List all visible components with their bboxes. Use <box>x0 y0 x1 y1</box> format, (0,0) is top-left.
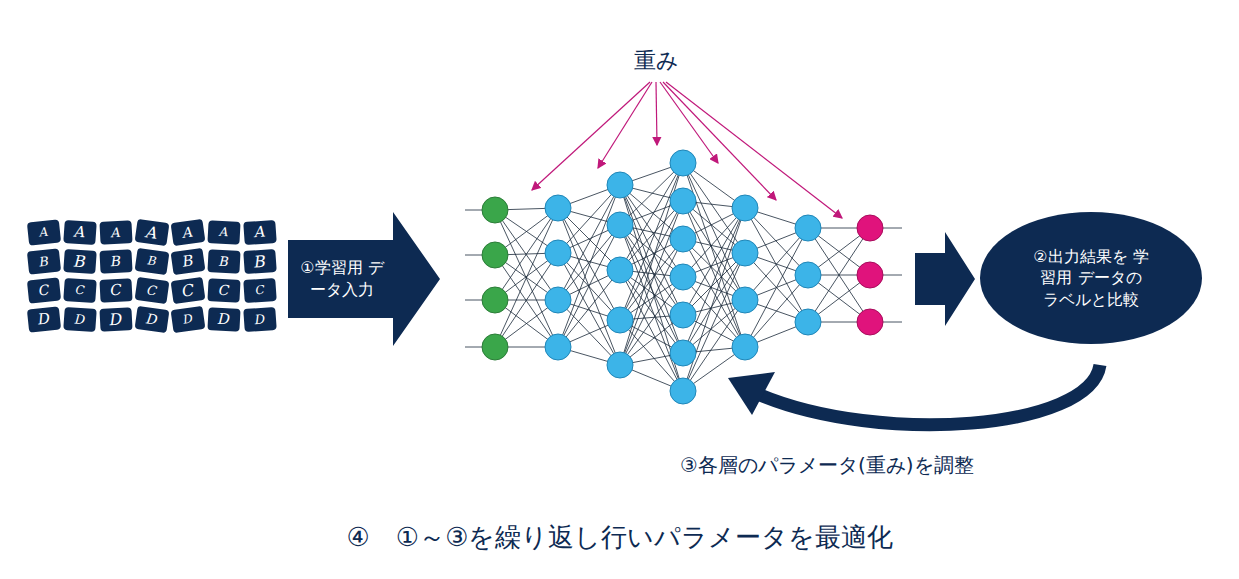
caption: ④ ①～③を繰り返し行いパラメータを最適化 <box>347 520 894 555</box>
handwritten-sample: C <box>27 277 61 303</box>
neuron <box>607 257 633 283</box>
compare-ellipse: ②出力結果を 学習用 データの ラベルと比較 <box>980 212 1202 344</box>
handwritten-sample: B <box>243 249 277 274</box>
neuron <box>670 264 696 290</box>
handwritten-sample: C <box>207 278 240 303</box>
weight-line <box>745 228 808 300</box>
neuron <box>670 150 696 176</box>
neuron <box>732 195 758 221</box>
node-text: ①学習用 データ入力 <box>294 257 390 300</box>
neuron <box>857 262 883 288</box>
neuron <box>607 212 633 238</box>
shape-outline <box>288 212 440 346</box>
neuron <box>795 215 821 241</box>
handwritten-sample: B <box>99 249 132 274</box>
handwritten-sample: C <box>135 277 170 304</box>
handwritten-sample: B <box>27 248 61 274</box>
handwritten-sample: D <box>171 306 206 333</box>
feedback-arrow <box>760 365 1100 425</box>
handwritten-sample: A <box>27 219 61 245</box>
handwritten-sample: B <box>171 248 206 275</box>
weight-pointers <box>532 82 842 218</box>
handwritten-sample: A <box>171 219 206 246</box>
output-arrow <box>915 232 975 326</box>
neuron <box>607 172 633 198</box>
weights-label: 重み <box>634 46 679 76</box>
neuron <box>482 334 508 360</box>
neuron <box>482 242 508 268</box>
handwritten-sample: C <box>171 277 206 304</box>
handwritten-sample: D <box>63 307 97 332</box>
neuron <box>670 340 696 366</box>
input-arrow: ①学習用 データ入力 <box>288 212 440 346</box>
neuron <box>545 287 571 313</box>
handwritten-sample: A <box>63 220 97 245</box>
handwritten-sample: B <box>207 249 240 274</box>
neuron <box>482 197 508 223</box>
weight-line <box>745 275 808 347</box>
weight-line <box>495 208 558 347</box>
handwritten-sample: D <box>99 307 132 332</box>
handwritten-sample: A <box>207 220 240 245</box>
neuron <box>795 262 821 288</box>
handwritten-sample: D <box>27 306 61 332</box>
feedback-arrowhead <box>728 372 775 415</box>
neuron <box>670 226 696 252</box>
neuron <box>795 309 821 335</box>
neuron <box>857 309 883 335</box>
neuron <box>670 302 696 328</box>
handwritten-sample: A <box>243 220 277 245</box>
handwritten-sample: B <box>135 248 170 275</box>
node-text: ②出力結果を 学習用 データの ラベルと比較 <box>1031 246 1151 311</box>
handwritten-sample: C <box>63 278 97 303</box>
neuron <box>607 307 633 333</box>
handwritten-sample: D <box>243 307 277 332</box>
neuron <box>732 240 758 266</box>
handwritten-sample: C <box>99 278 132 303</box>
handwritten-sample: D <box>135 306 170 333</box>
neuron <box>732 287 758 313</box>
neuron <box>607 352 633 378</box>
handwritten-sample: C <box>243 278 277 303</box>
handwritten-sample: A <box>99 220 132 245</box>
neuron <box>670 378 696 404</box>
neuron <box>857 215 883 241</box>
neuron <box>732 334 758 360</box>
neuron <box>545 334 571 360</box>
handwritten-sample: B <box>63 249 97 274</box>
handwritten-sample: A <box>135 219 170 246</box>
handwritten-sample: D <box>207 307 240 332</box>
neuron <box>670 188 696 214</box>
neuron <box>545 240 571 266</box>
step-label: ③各層のパラメータ(重み)を調整 <box>680 452 974 479</box>
neuron <box>482 287 508 313</box>
neuron <box>545 195 571 221</box>
